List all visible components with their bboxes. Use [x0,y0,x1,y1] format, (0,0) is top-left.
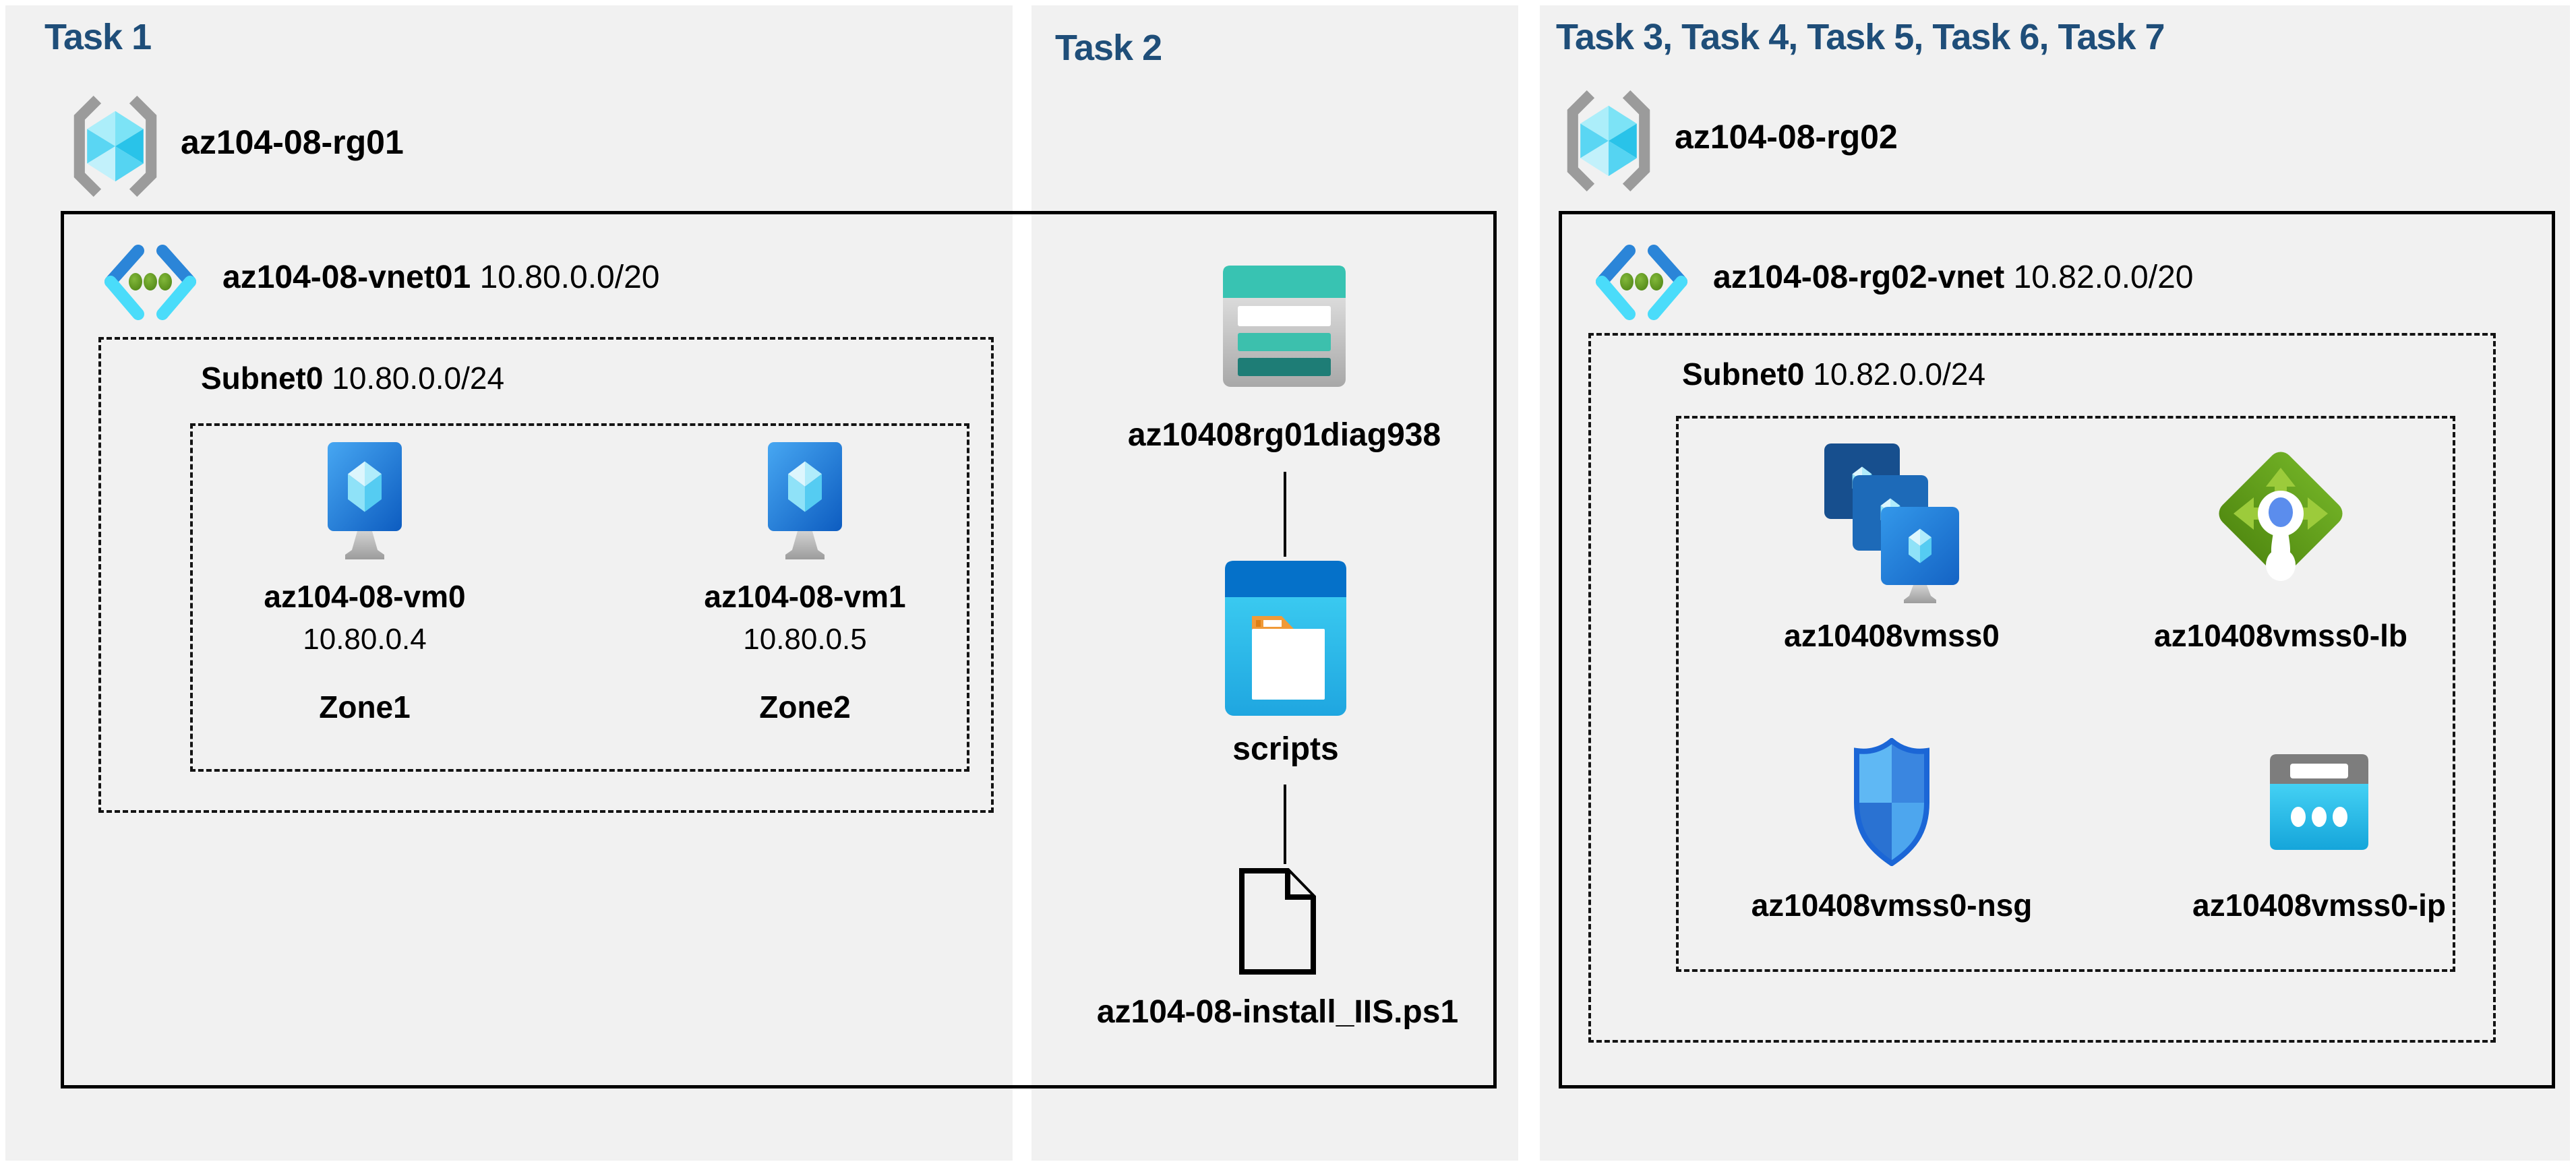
vnet2-outline-box [1559,211,2555,1088]
subnet-cidr: 10.82.0.0/24 [1813,357,1986,392]
vnet-name: az104-08-vnet01 [222,259,480,295]
vm-icon [328,442,402,559]
storage-account-name: az10408rg01diag938 [1127,417,1441,453]
task3-title: Task 3, Task 4, Task 5, Task 6, Task 7 [1556,17,2165,57]
task1-title: Task 1 [44,17,152,57]
task3-panel [1540,5,2570,1161]
vm-name: az104-08-vm0 [264,579,466,614]
vnet1-outline-box [61,211,1497,1088]
vnet-icon [1596,245,1687,320]
subnet-cidr: 10.80.0.0/24 [332,361,505,396]
vmss-icon [1824,443,1959,603]
load-balancer-name: az10408vmss0-lb [2154,618,2407,653]
load-balancer-node: az10408vmss0-lb [2065,442,2496,654]
resource-group-name: az104-08-rg02 [1675,118,1898,156]
storage-account-icon [1223,266,1346,387]
subnet1-label: Subnet0 10.80.0.0/24 [201,360,504,396]
zones-dashed-box [190,423,969,772]
task1-panel [5,5,1013,1161]
subnet1-dashed-box [98,337,994,813]
vnet-label: az104-08-vnet01 10.80.0.0/20 [222,259,659,296]
nsg-name: az10408vmss0-nsg [1751,888,2033,923]
vm-icon [768,442,842,559]
vnet-label: az104-08-rg02-vnet 10.82.0.0/20 [1713,259,2193,296]
resources-dashed-box [1676,416,2455,972]
vnet-cidr: 10.80.0.0/20 [479,259,660,295]
vm-zone: Zone2 [759,689,851,725]
storage-account-node: az10408rg01diag938 [1048,266,1520,454]
vmss-node: az10408vmss0 [1676,442,2107,654]
nsg-icon [1854,738,1929,866]
vm-ip: 10.80.0.5 [743,623,867,656]
connector-container-file [1284,785,1286,864]
vnet-icon [104,245,196,320]
container-node: scripts [1050,561,1522,768]
subnet2-label: Subnet0 10.82.0.0/24 [1682,356,1985,392]
resource-group-name: az104-08-rg01 [181,123,404,161]
subnet-name: Subnet0 [201,361,332,396]
vm-ip: 10.80.0.4 [303,623,427,656]
script-file-node: az104-08-install_IIS.ps1 [1042,867,1514,1031]
public-ip-node: az10408vmss0-ip [2103,736,2535,923]
task2-title: Task 2 [1055,28,1162,68]
vnet-name: az104-08-rg02-vnet [1713,259,2014,295]
vmss-name: az10408vmss0 [1784,618,2000,653]
resource-group-icon [73,95,157,197]
script-file-name: az104-08-install_IIS.ps1 [1096,994,1459,1030]
public-ip-name: az10408vmss0-ip [2192,888,2446,923]
file-icon [1239,868,1316,975]
subnet-name: Subnet0 [1682,357,1814,392]
vm-zone: Zone1 [319,689,411,725]
resource-group-icon [1567,90,1650,192]
load-balancer-icon [2219,452,2343,581]
nsg-node: az10408vmss0-nsg [1676,736,2107,923]
blob-container-icon [1225,561,1346,716]
container-name: scripts [1232,731,1339,767]
vm1-node: az104-08-vm1 10.80.0.5 Zone2 [603,442,1007,725]
subnet2-dashed-box [1588,333,2496,1043]
vm-name: az104-08-vm1 [704,579,906,614]
vnet-cidr: 10.82.0.0/20 [2013,259,2194,295]
vm0-node: az104-08-vm0 10.80.0.4 Zone1 [162,442,567,725]
public-ip-icon [2270,754,2368,850]
connector-storage-container [1284,472,1286,557]
